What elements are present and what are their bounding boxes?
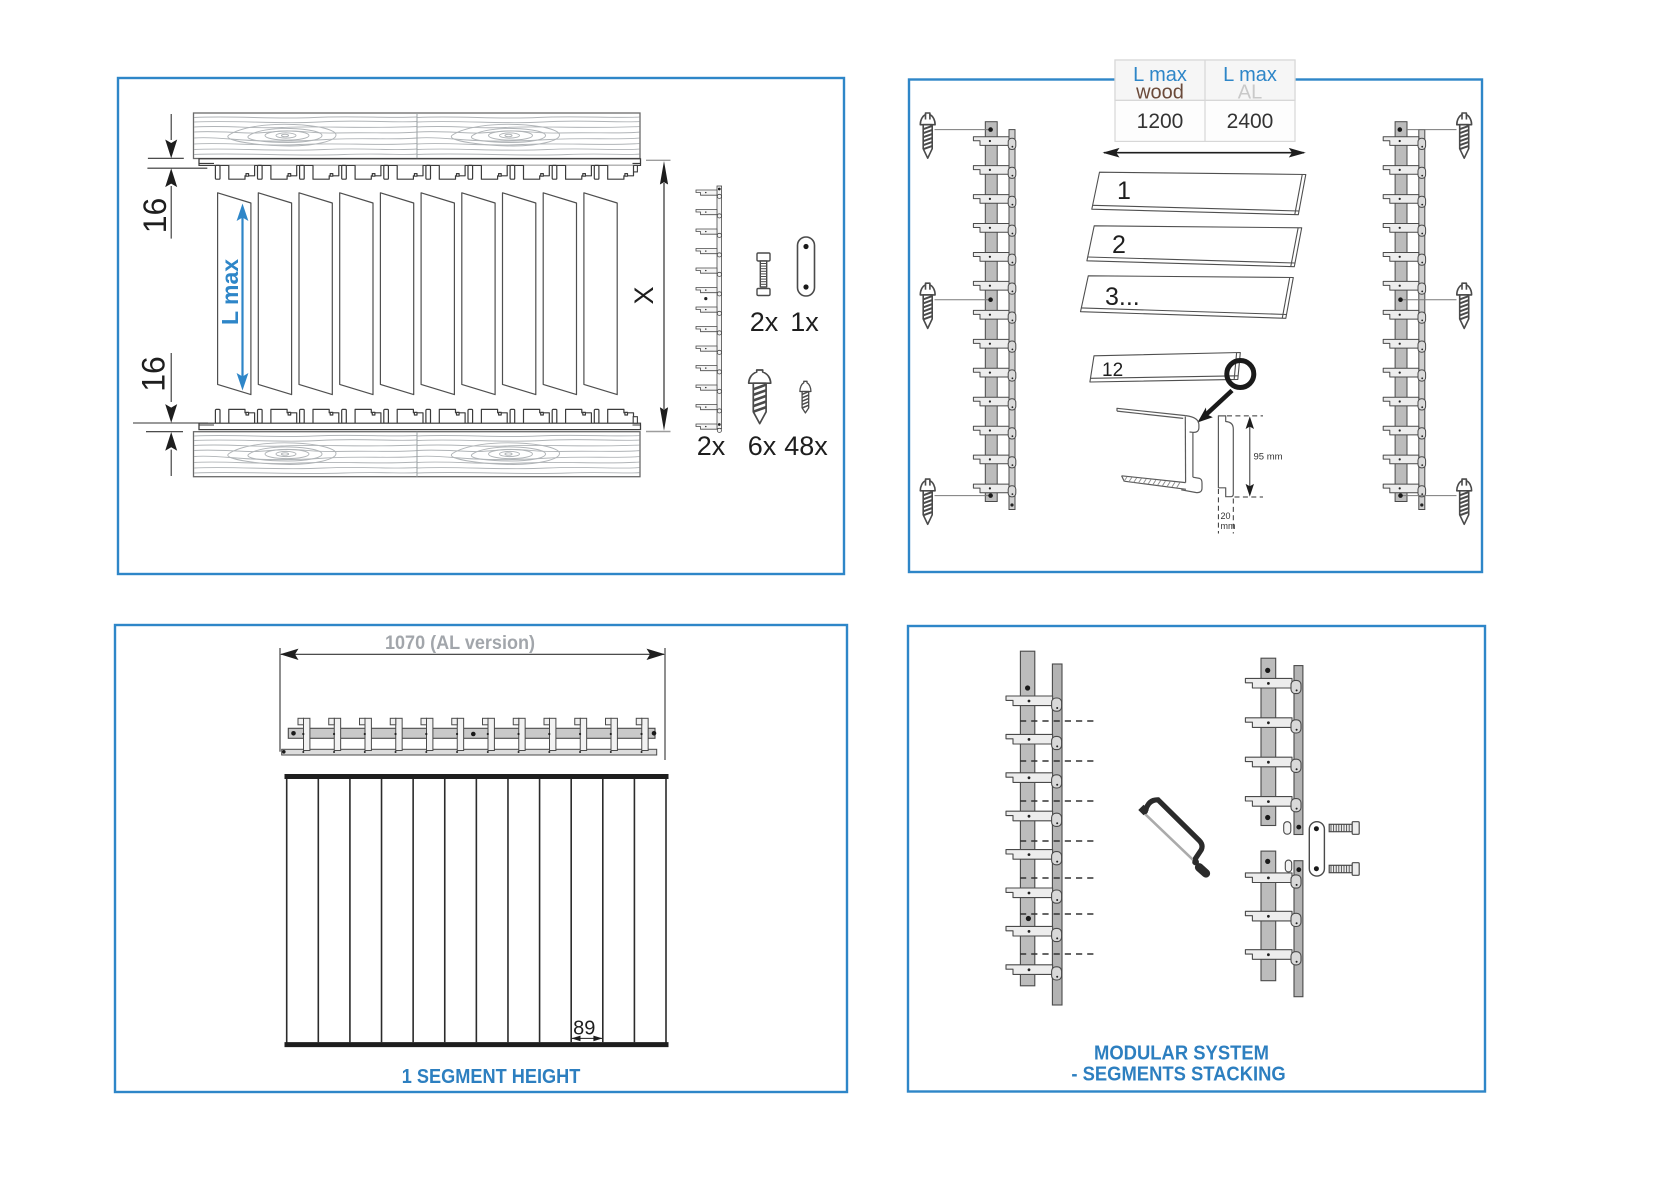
svg-text:3...: 3... <box>1105 283 1140 311</box>
svg-text:L max: L max <box>1133 64 1187 86</box>
svg-text:1200: 1200 <box>1137 110 1184 133</box>
svg-text:wood: wood <box>1135 82 1184 104</box>
svg-text:2400: 2400 <box>1227 110 1274 133</box>
svg-text:2x: 2x <box>750 307 779 337</box>
svg-text:1: 1 <box>1117 177 1131 205</box>
svg-text:20: 20 <box>1221 511 1231 521</box>
svg-text:AL: AL <box>1238 82 1262 104</box>
svg-text:1 SEGMENT HEIGHT: 1 SEGMENT HEIGHT <box>402 1065 581 1088</box>
svg-text:L max: L max <box>1223 64 1277 86</box>
svg-text:16: 16 <box>136 356 172 392</box>
svg-text:2x: 2x <box>697 431 726 461</box>
svg-text:L max: L max <box>217 259 243 325</box>
svg-text:95 mm: 95 mm <box>1254 452 1283 463</box>
svg-text:6x: 6x <box>748 431 777 461</box>
svg-text:48x: 48x <box>784 431 828 461</box>
svg-text:16: 16 <box>137 198 173 234</box>
svg-text:1x: 1x <box>790 307 819 337</box>
svg-text:- SEGMENTS STACKING: - SEGMENTS STACKING <box>1071 1063 1285 1086</box>
svg-text:89: 89 <box>573 1018 595 1040</box>
svg-text:MODULAR SYSTEM: MODULAR SYSTEM <box>1094 1041 1269 1064</box>
svg-text:2: 2 <box>1112 231 1126 259</box>
svg-text:12: 12 <box>1102 360 1123 381</box>
svg-text:mm: mm <box>1221 521 1236 531</box>
svg-text:1070 (AL version): 1070 (AL version) <box>385 632 535 654</box>
svg-text:X: X <box>629 286 659 304</box>
